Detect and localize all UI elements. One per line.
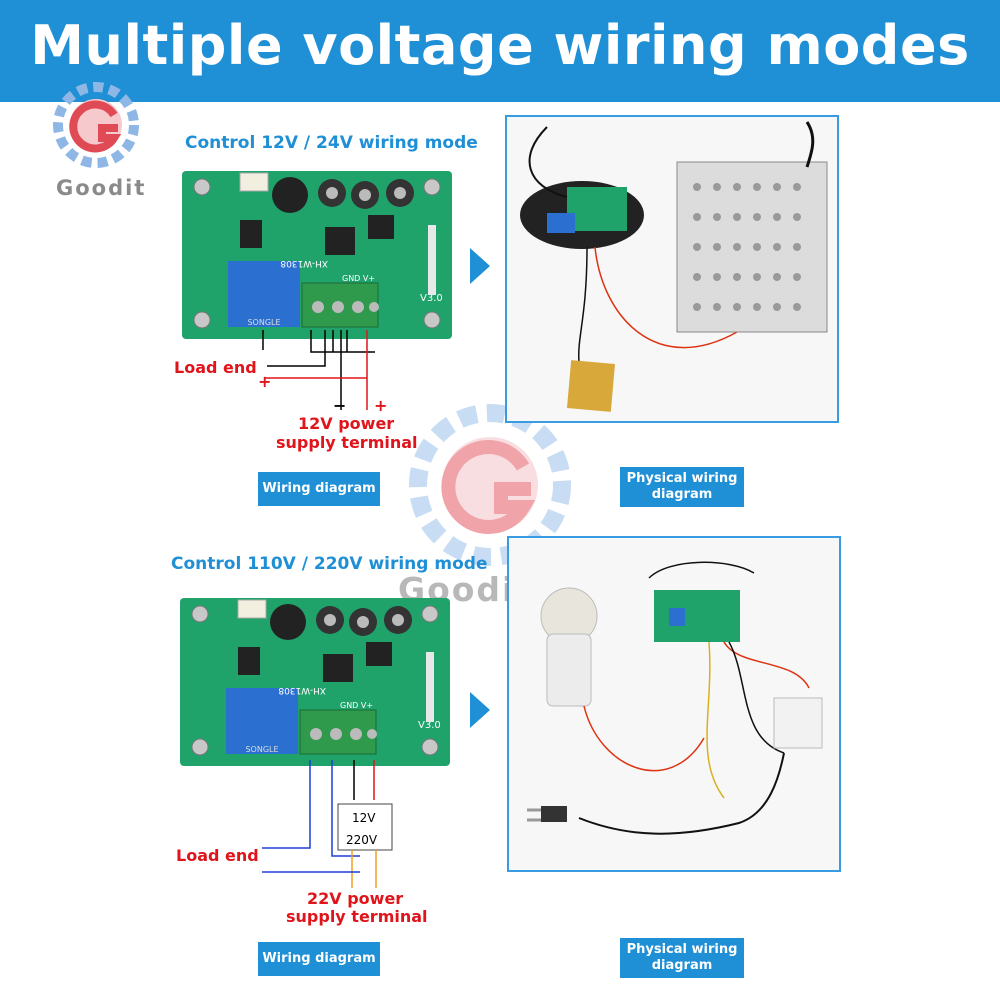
bottom-load-label: Load end (176, 846, 259, 865)
top-physical-caption: Physical wiring diagram (620, 467, 744, 507)
top-board-label: XH-W1308 (280, 258, 328, 268)
bottom-arrow-icon (470, 692, 490, 728)
top-plus-load: + (258, 372, 272, 391)
watermark-logo-icon (409, 404, 571, 566)
svg-text:SONGLE: SONGLE (247, 318, 280, 327)
bottom-section-title: Control 110V / 220V wiring mode (171, 554, 488, 574)
top-load-label: Load end (174, 358, 257, 377)
converter-bottom-label: 220V (346, 833, 378, 847)
bottom-controller-board: SONGLE XH-W1308 GND V+ V3.0 (180, 598, 450, 766)
page-title: Multiple voltage wiring modes (30, 14, 970, 77)
bottom-physical-photo (507, 536, 841, 872)
top-plus-supply: + (374, 396, 388, 415)
brand-name: Goodit (56, 176, 147, 200)
top-board-version: V3.0 (420, 293, 443, 304)
top-wiring-caption: Wiring diagram (258, 472, 380, 506)
top-section-title: Control 12V / 24V wiring mode (185, 133, 478, 153)
brand-logo-icon (53, 82, 139, 168)
top-minus-supply: − (333, 396, 347, 415)
header-banner: Multiple voltage wiring modes (0, 0, 1000, 102)
bottom-wiring-lines (262, 760, 393, 888)
top-wiring-lines (262, 330, 375, 410)
converter-top-label: 12V (352, 811, 376, 825)
bottom-physical-caption: Physical wiring diagram (620, 938, 744, 978)
bottom-wiring-caption: Wiring diagram (258, 942, 380, 976)
bottom-board-version: V3.0 (418, 720, 441, 731)
top-physical-photo (505, 115, 839, 423)
bottom-terminal-label: GND V+ (340, 701, 373, 710)
top-arrow-icon (470, 248, 490, 284)
top-supply-label-line2: supply terminal (276, 433, 418, 452)
top-controller-board: SONGLE XH-W1308 GND V+ V3.0 (182, 171, 452, 339)
bottom-supply-label-line1: 22V power (307, 889, 404, 908)
top-supply-label-line1: 12V power (298, 414, 395, 433)
svg-text:SONGLE: SONGLE (245, 745, 278, 754)
bottom-board-label: XH-W1308 (278, 685, 326, 695)
top-terminal-label: GND V+ (342, 274, 375, 283)
bottom-supply-label-line2: supply terminal (286, 907, 428, 926)
